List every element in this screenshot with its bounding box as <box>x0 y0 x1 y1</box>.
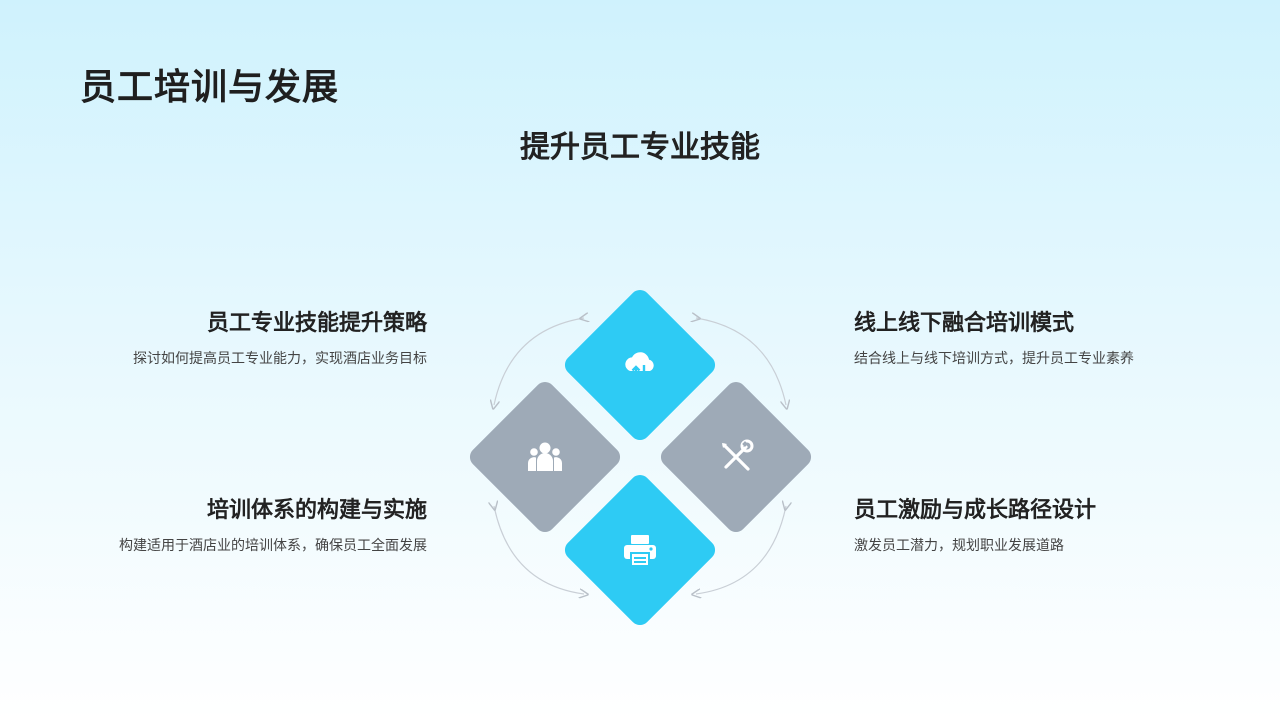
item-description: 结合线上与线下培训方式，提升员工专业素养 <box>854 351 1134 367</box>
item-blended-training: 线上线下融合培训模式 结合线上与线下培训方式，提升员工专业素养 <box>854 309 1199 371</box>
item-skill-strategy: 员工专业技能提升策略 探讨如何提高员工专业能力，实现酒店业务目标 <box>82 309 427 371</box>
page-title: 员工培训与发展 <box>80 67 340 108</box>
printer-icon <box>620 530 660 570</box>
arrow-bottom-left <box>494 506 584 594</box>
arrow-bottom-right <box>696 506 786 594</box>
item-description: 激发员工潜力，规划职业发展道路 <box>854 538 1064 554</box>
item-description: 探讨如何提高员工专业能力，实现酒店业务目标 <box>133 351 427 367</box>
item-heading: 培训体系的构建与实施 <box>206 498 427 523</box>
item-heading: 员工专业技能提升策略 <box>206 311 427 336</box>
arrow-top-right <box>696 318 786 405</box>
item-incentive-career: 员工激励与成长路径设计 激发员工潜力，规划职业发展道路 <box>854 496 1199 558</box>
slide-subtitle: 提升员工专业技能 <box>520 130 760 165</box>
tools-icon <box>716 437 756 477</box>
item-description: 构建适用于酒店业的培训体系，确保员工全面发展 <box>119 538 427 554</box>
cloud-sync-icon <box>620 345 660 385</box>
item-heading: 线上线下融合培训模式 <box>854 311 1075 336</box>
item-heading: 员工激励与成长路径设计 <box>854 498 1097 523</box>
item-training-system: 培训体系的构建与实施 构建适用于酒店业的培训体系，确保员工全面发展 <box>82 496 427 558</box>
arrow-top-left <box>494 318 584 405</box>
team-icon <box>525 437 565 477</box>
